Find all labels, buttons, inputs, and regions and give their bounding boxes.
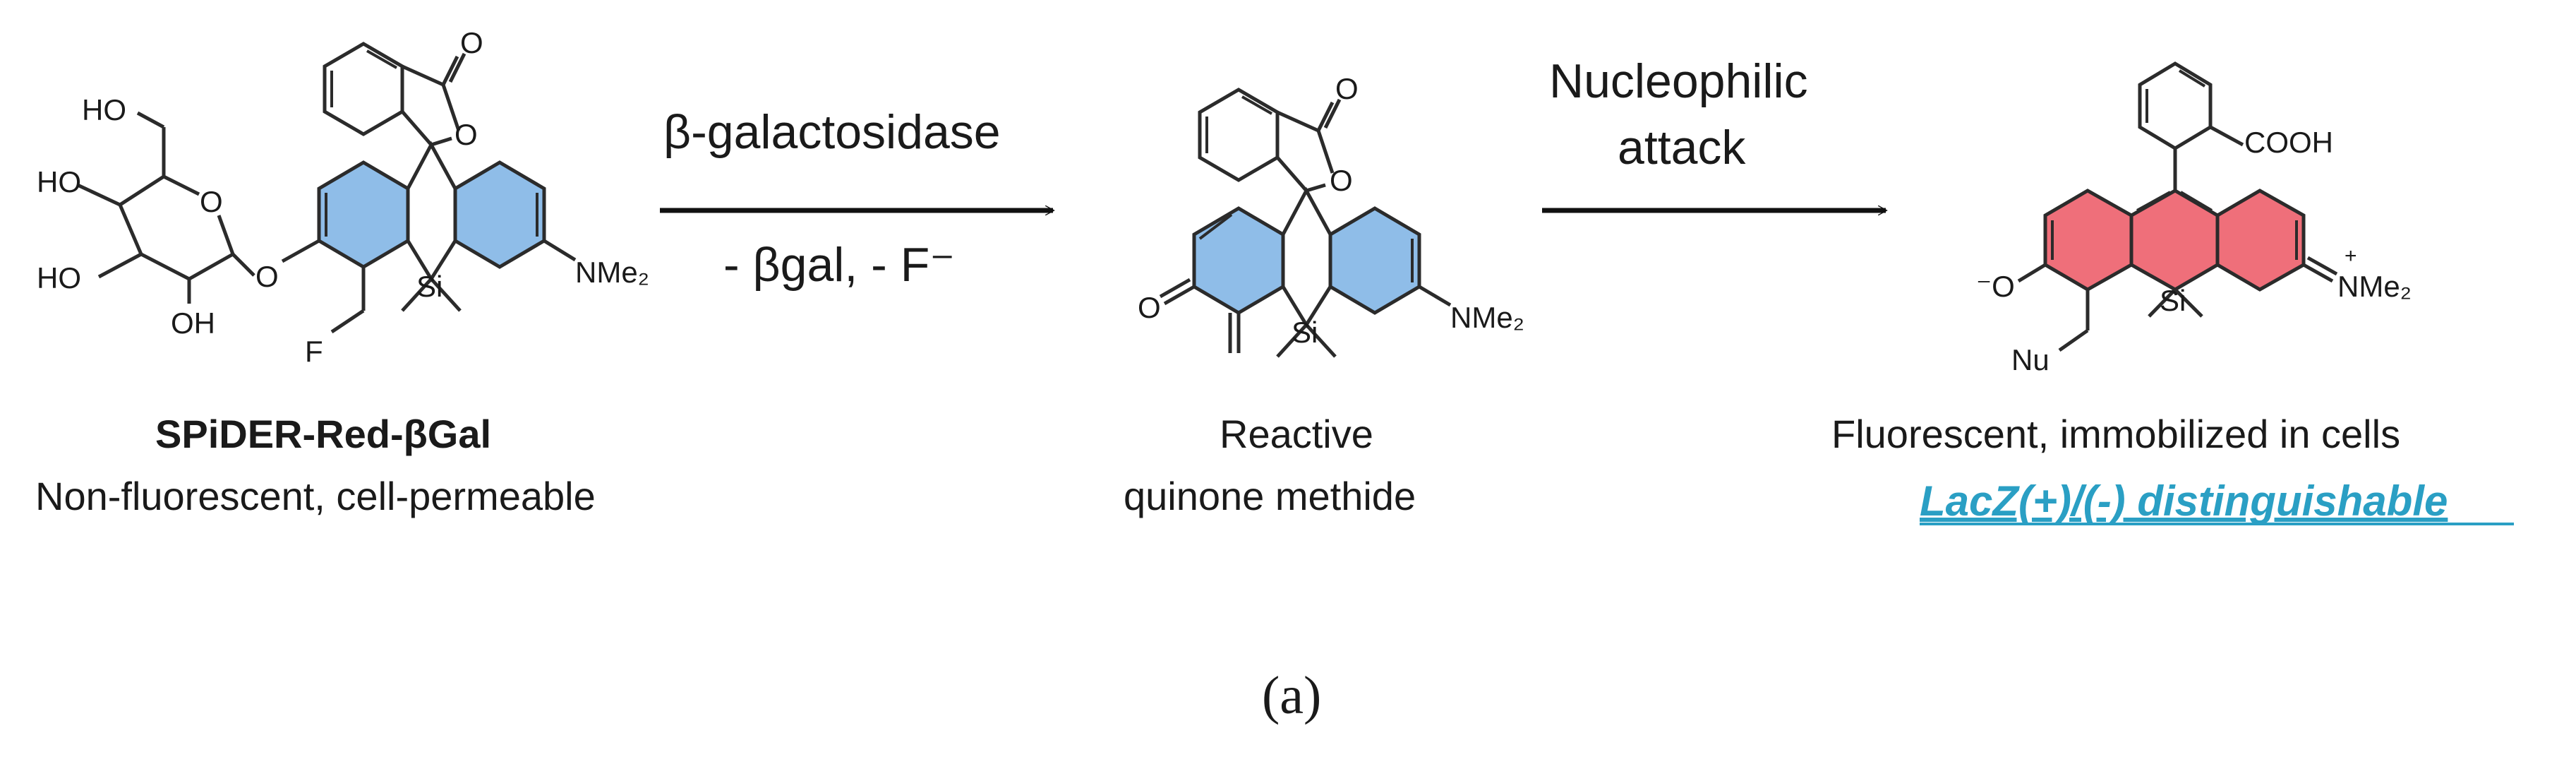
atom-si: Si xyxy=(2160,284,2186,317)
atom-si: Si xyxy=(416,270,443,303)
molecule-spider-red-bgal: HO HO HO OH O O F O O Si NMe₂ xyxy=(37,26,649,368)
molecule1-description: Non-fluorescent, cell-permeable xyxy=(35,474,596,518)
molecule-quinone-methide: O O O Si NMe₂ xyxy=(1138,72,1524,358)
arrow2-label-line1: Nucleophilic xyxy=(1549,54,1808,108)
bond xyxy=(406,141,457,190)
atom-ho-2: HO xyxy=(37,165,81,198)
atom-cooh: COOH xyxy=(2244,126,2333,159)
arrow1-label-bottom: - βgal, - F⁻ xyxy=(723,238,955,292)
atom-f: F xyxy=(305,335,323,368)
arrow1-label-top: β-galactosidase xyxy=(663,105,1001,159)
lacz-distinguishable-note: LacZ(+)/(-) distinguishable xyxy=(1920,477,2448,525)
atom-o-minus: ⁻O xyxy=(1976,270,2015,303)
highlight-xanthene-core xyxy=(2043,189,2306,292)
atom-o-link: O xyxy=(255,260,279,293)
atom-o-carbonyl: O xyxy=(1335,72,1359,105)
atom-nme2: NMe₂ xyxy=(575,256,649,289)
atom-o-lactone: O xyxy=(1330,164,1353,197)
benzene-ring-top xyxy=(323,42,404,136)
molecule3-description: Fluorescent, immobilized in cells xyxy=(1831,412,2400,456)
panel-label: (a) xyxy=(1262,666,1321,725)
atom-o-ring: O xyxy=(200,185,223,218)
highlight-ring-left xyxy=(317,160,410,269)
molecule2-name-line1: Reactive xyxy=(1220,412,1373,456)
atom-ho-3: HO xyxy=(37,261,81,294)
molecule-fluorescent-product: COOH ⁻O Nu Si NMe₂ + xyxy=(1976,61,2412,376)
atom-o-keto: O xyxy=(1138,291,1161,324)
highlight-ring-left xyxy=(1192,206,1285,315)
atom-nme2: NMe₂ xyxy=(2337,270,2412,303)
reaction-arrow-1: β-galactosidase - βgal, - F⁻ xyxy=(660,105,1053,292)
benzoic-acid-ring xyxy=(2138,61,2213,150)
atom-oh: OH xyxy=(171,306,215,340)
atom-nme2: NMe₂ xyxy=(1450,301,1524,334)
reaction-arrow-2: Nucleophilic attack xyxy=(1542,54,1886,210)
molecule1-name: SPiDER-Red-βGal xyxy=(155,412,491,456)
atom-o-lactone: O xyxy=(455,118,478,151)
atom-nu: Nu xyxy=(2011,343,2050,376)
atom-o-carbonyl: O xyxy=(460,26,483,59)
molecule2-name-line2: quinone methide xyxy=(1124,474,1416,518)
atom-ho-1: HO xyxy=(82,93,126,126)
charge-plus: + xyxy=(2345,244,2357,268)
sugar-ring xyxy=(117,174,234,281)
arrow2-label-line2: attack xyxy=(1618,121,1746,174)
highlight-ring-right xyxy=(1328,206,1421,315)
highlight-ring-right xyxy=(453,160,546,269)
atom-si: Si xyxy=(1292,316,1318,349)
